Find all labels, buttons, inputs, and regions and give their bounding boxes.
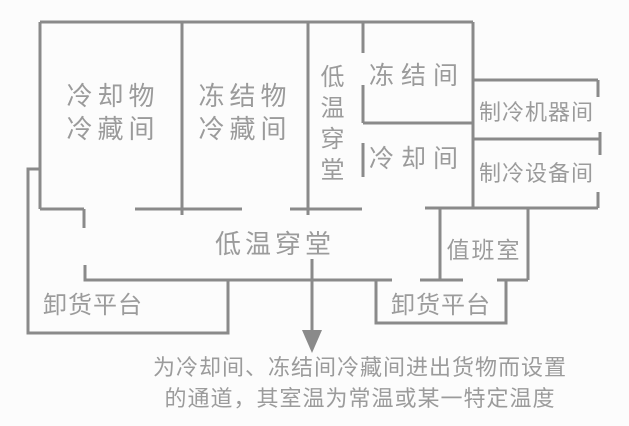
arrow-down-head xyxy=(302,330,322,353)
wall-corridor-bottom xyxy=(83,265,392,282)
room-label-corridor-horizontal: 低温穿堂 xyxy=(214,229,335,259)
wall-annex-middle xyxy=(473,132,602,155)
room-label-line: 冻结物 xyxy=(198,81,292,111)
room-label-refrigeration-equipment-room: 制冷设备间 xyxy=(478,161,594,186)
wall-platform-left xyxy=(26,167,230,335)
corridor-annotation-text: 为冷却间、冻结间冷藏间进出货物而设置 的通道，其室温为常温或某一特定温度 xyxy=(120,352,600,414)
annotation-line-2: 的通道，其室温为常温或某一特定温度 xyxy=(164,386,556,411)
room-label-cooling-room: 冷却间 xyxy=(368,145,465,173)
room-label-line: 冷却物 xyxy=(66,81,160,111)
room-label-line: 冷藏间 xyxy=(198,114,292,144)
room-label-line: 冷藏间 xyxy=(66,114,160,144)
room-label-chilled-goods-storage: 冷却物 冷藏间 xyxy=(48,80,178,146)
annotation-line-1: 为冷却间、冻结间冷藏间进出货物而设置 xyxy=(152,355,567,380)
wall-platform-right xyxy=(374,280,508,325)
room-label-duty-room: 值班室 xyxy=(446,237,522,263)
room-label-corridor-vertical: 低温穿堂 xyxy=(316,64,343,188)
room-label-refrigeration-machine-room: 制冷机器间 xyxy=(478,100,594,125)
wall-main-bottom xyxy=(40,206,598,228)
wall-annex-top xyxy=(473,78,600,97)
label-unloading-platform-left: 卸货平台 xyxy=(43,292,143,319)
label-unloading-platform-right: 卸货平台 xyxy=(391,292,491,319)
room-label-freezing-room: 冻结间 xyxy=(368,62,465,90)
room-label-frozen-goods-storage: 冻结物 冷藏间 xyxy=(180,80,310,146)
